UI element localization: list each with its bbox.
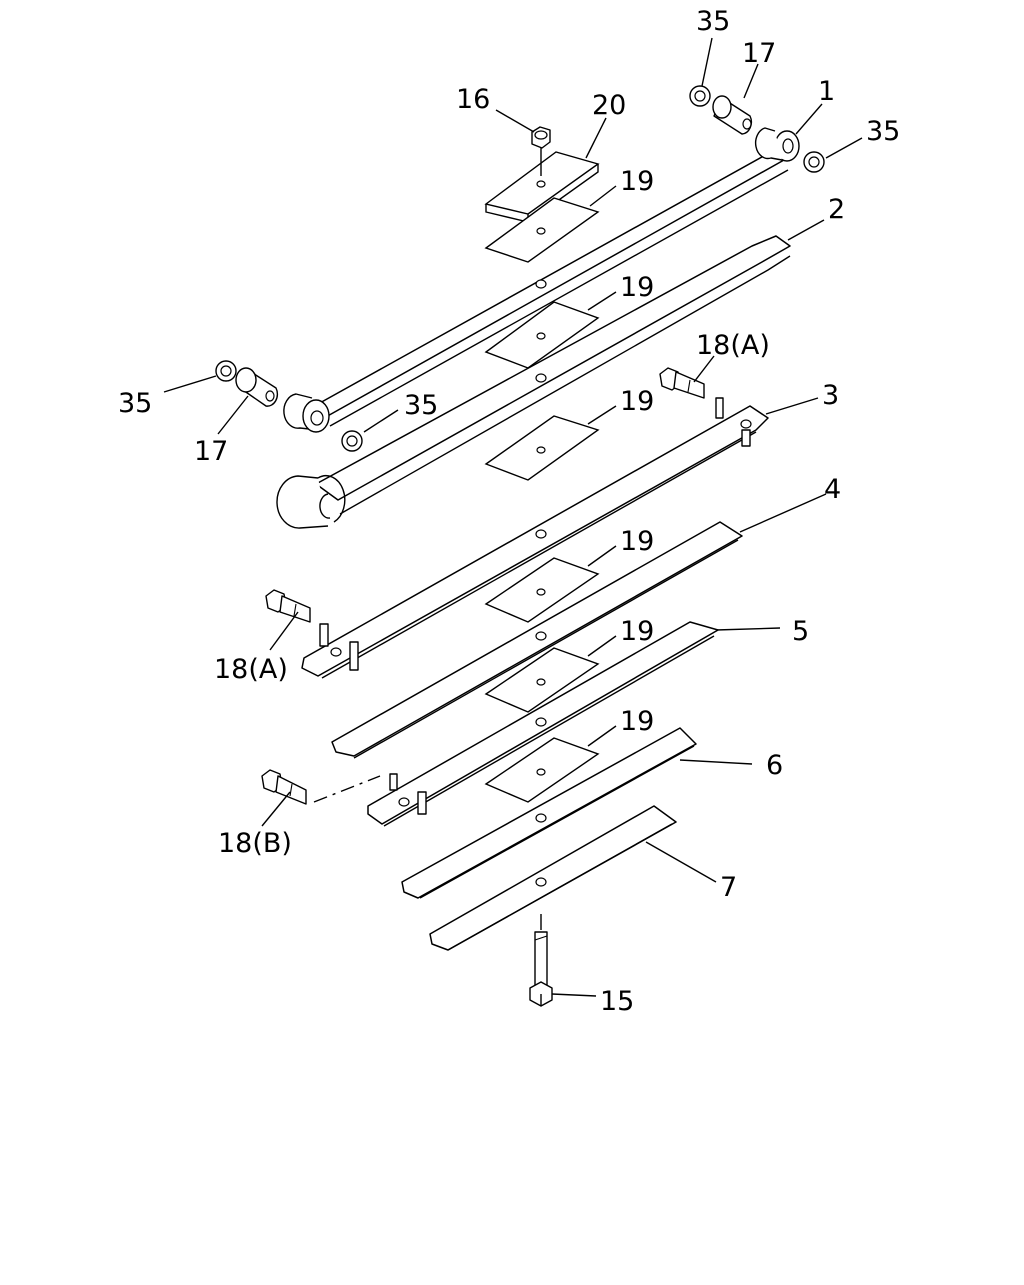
callout-19-f: 19 xyxy=(620,706,654,737)
bolt-18a-top xyxy=(659,367,705,399)
callout-35-top: 35 xyxy=(696,6,730,37)
callout-16: 16 xyxy=(456,84,490,115)
callout-18a-left: 18(A) xyxy=(214,654,288,685)
callout-15: 15 xyxy=(600,986,634,1017)
callout-19-c: 19 xyxy=(620,386,654,417)
pad-19-a xyxy=(484,197,600,263)
callout-19-e: 19 xyxy=(620,616,654,647)
bolt-15 xyxy=(529,914,553,1007)
callout-35-left: 35 xyxy=(118,388,152,419)
bushing-17-left xyxy=(235,367,279,407)
callout-20: 20 xyxy=(592,90,626,121)
pad-19-f xyxy=(484,737,600,803)
washer-35-mid xyxy=(341,430,363,452)
callout-1: 1 xyxy=(818,76,835,107)
pad-20 xyxy=(484,151,600,223)
callout-18b: 18(B) xyxy=(218,828,292,859)
washer-35-top xyxy=(689,85,711,107)
callout-4: 4 xyxy=(824,474,841,505)
callout-3: 3 xyxy=(822,380,839,411)
nut-16 xyxy=(531,126,551,176)
leaf-2-eye xyxy=(276,475,346,529)
callout-19-b: 19 xyxy=(620,272,654,303)
callout-19-a: 19 xyxy=(620,166,654,197)
pad-19-c xyxy=(484,415,600,481)
callout-17-top: 17 xyxy=(742,38,776,69)
pad-19-e xyxy=(484,647,600,713)
leaf-5-clips xyxy=(389,773,427,815)
center-holes xyxy=(535,279,547,887)
bolt-18b xyxy=(261,769,381,805)
pad-19-d xyxy=(484,557,600,623)
callout-18a-top: 18(A) xyxy=(696,330,770,361)
callout-35-right: 35 xyxy=(866,116,900,147)
callout-6: 6 xyxy=(766,750,783,781)
bushing-17-top xyxy=(712,95,753,135)
washer-35-right xyxy=(803,151,825,173)
callout-35-mid: 35 xyxy=(404,390,438,421)
leaf-3-clip-rear xyxy=(715,397,751,447)
callout-2: 2 xyxy=(828,194,845,225)
leaf-3-clip-front xyxy=(319,623,359,671)
leaf-1-eye-rear xyxy=(754,127,800,162)
washer-35-left xyxy=(215,360,237,382)
leaf-7 xyxy=(429,805,677,951)
leaf-1 xyxy=(283,127,800,433)
leaf-2 xyxy=(276,235,791,529)
bolt-18a-left xyxy=(265,589,311,623)
leaf-1-eye-front xyxy=(283,393,330,433)
callout-19-d: 19 xyxy=(620,526,654,557)
leader-lines xyxy=(163,37,863,997)
leaf-6 xyxy=(401,727,697,899)
pad-19-b xyxy=(484,301,600,369)
callout-17-left: 17 xyxy=(194,436,228,467)
leaf-3 xyxy=(301,397,769,679)
callout-5: 5 xyxy=(792,616,809,647)
callout-7: 7 xyxy=(720,872,737,903)
